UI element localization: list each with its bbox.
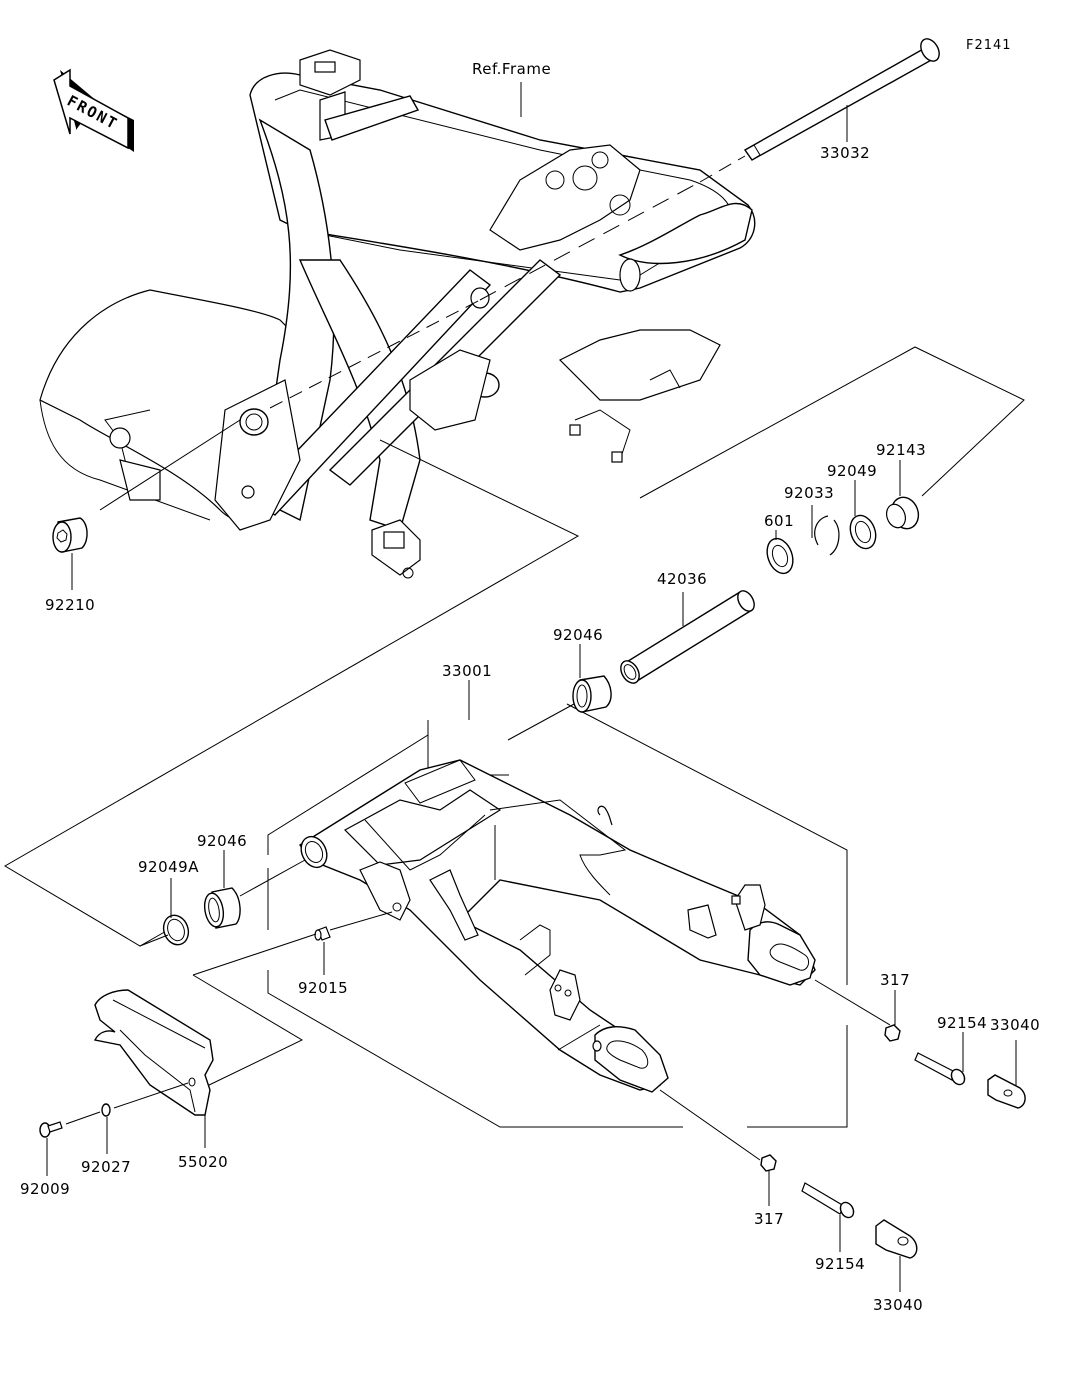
part-601-bearing[interactable] — [763, 535, 798, 577]
part-92009-screw[interactable] — [39, 1111, 101, 1138]
part-92049-oil-seal[interactable] — [846, 512, 880, 552]
part-92154-bolt-right[interactable] — [914, 1052, 967, 1087]
part-label-92033[interactable]: 92033 — [784, 484, 834, 502]
part-92033-circlip[interactable] — [814, 515, 840, 556]
part-92143-collar[interactable] — [883, 494, 922, 533]
front-arrow-icon: FRONT — [53, 68, 134, 152]
part-label-33040-right[interactable]: 33040 — [990, 1016, 1040, 1034]
part-label-33001[interactable]: 33001 — [442, 662, 492, 680]
part-label-317-left[interactable]: 317 — [754, 1210, 784, 1228]
part-317-nut-left[interactable] — [760, 1154, 777, 1172]
part-92049A-oil-seal[interactable] — [139, 912, 192, 948]
part-label-92143[interactable]: 92143 — [876, 441, 926, 459]
part-label-33032[interactable]: 33032 — [820, 144, 870, 162]
part-label-55020[interactable]: 55020 — [178, 1153, 228, 1171]
part-label-92046-right[interactable]: 92046 — [553, 626, 603, 644]
part-92046-needle-bearing-right[interactable] — [507, 675, 612, 741]
figure-code: F2141 — [966, 38, 1012, 53]
part-33032-pivot-shaft[interactable] — [699, 36, 943, 183]
part-label-92009[interactable]: 92009 — [20, 1180, 70, 1198]
part-92154-bolt-left[interactable] — [801, 1182, 856, 1220]
part-label-92154-left[interactable]: 92154 — [815, 1255, 865, 1273]
part-55020-chain-guard[interactable] — [93, 989, 214, 1116]
part-label-317-right[interactable]: 317 — [880, 971, 910, 989]
part-label-92015[interactable]: 92015 — [298, 979, 348, 997]
part-label-92046-left[interactable]: 92046 — [197, 832, 247, 850]
part-label-92049[interactable]: 92049 — [827, 462, 877, 480]
part-label-92154-right[interactable]: 92154 — [937, 1014, 987, 1032]
part-92027-washer[interactable] — [101, 1082, 189, 1117]
part-92210-cap[interactable] — [52, 419, 241, 553]
part-33040-adjuster-right[interactable] — [987, 1074, 1026, 1109]
part-92015-nipple[interactable] — [314, 911, 393, 941]
part-label-92049A[interactable]: 92049A — [138, 858, 199, 876]
part-317-nut-right[interactable] — [884, 1024, 901, 1042]
part-label-42036[interactable]: 42036 — [657, 570, 707, 588]
part-label-601[interactable]: 601 — [764, 512, 794, 530]
ref-frame-label: Ref.Frame — [472, 60, 551, 78]
part-label-92210[interactable]: 92210 — [45, 596, 95, 614]
part-92046-needle-bearing-left[interactable] — [202, 859, 306, 929]
part-33040-adjuster-left[interactable] — [875, 1219, 918, 1259]
part-label-33040-left[interactable]: 33040 — [873, 1296, 923, 1314]
part-42036-sleeve[interactable] — [617, 588, 757, 686]
part-label-92027[interactable]: 92027 — [81, 1158, 131, 1176]
frame-illustration — [39, 49, 756, 579]
part-33001-swingarm[interactable] — [296, 759, 816, 1093]
